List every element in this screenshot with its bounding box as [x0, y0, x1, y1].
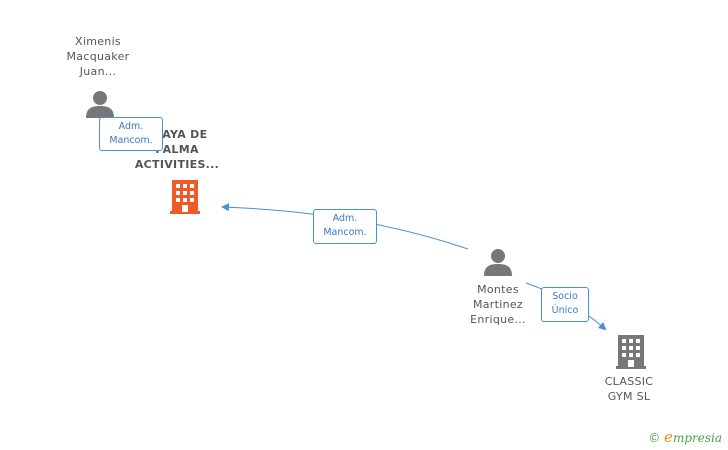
node-label-ximenis[interactable]: Ximenis Macquaker Juan... [66, 35, 130, 78]
building-icon-classic[interactable] [616, 335, 646, 369]
node-label-classic[interactable]: CLASSIC GYM SL [604, 375, 654, 403]
brand-rest: mpresia [672, 431, 722, 445]
edge-label-ximenis-playa[interactable]: Adm. Mancom. [99, 117, 163, 151]
copyright-symbol: © [648, 431, 661, 445]
building-icon-playa[interactable] [170, 180, 200, 214]
edge-label-montes-playa[interactable]: Adm. Mancom. [313, 209, 377, 244]
node-label-montes[interactable]: Montes Martinez Enrique... [470, 283, 526, 326]
edge-label-montes-classic[interactable]: Socio Único [541, 287, 589, 322]
empresia-watermark: © empresia [648, 428, 722, 446]
brand-e: e [664, 428, 673, 446]
person-icon-montes[interactable] [483, 247, 513, 277]
person-icon-ximenis[interactable] [85, 89, 115, 119]
